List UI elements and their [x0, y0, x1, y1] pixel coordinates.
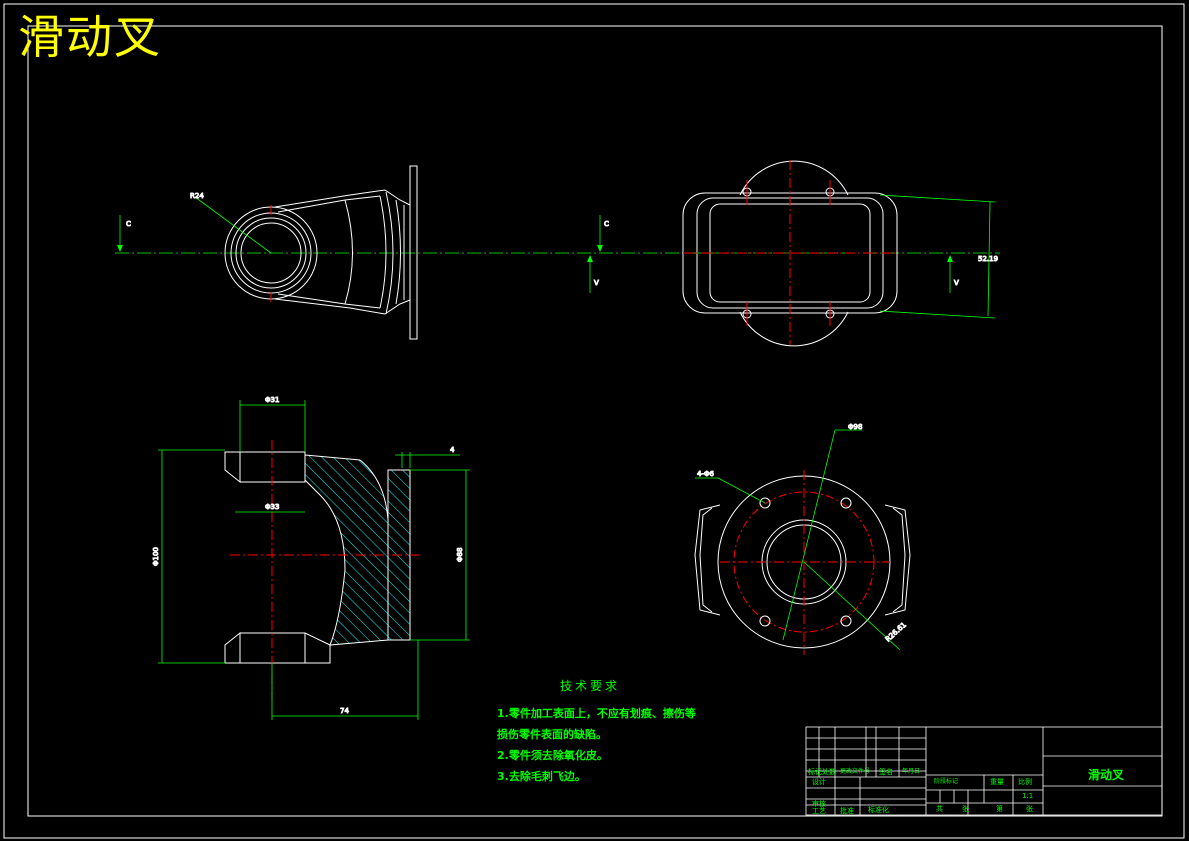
dim-74: 74	[340, 707, 349, 715]
tb-label-count: 处数	[822, 768, 836, 776]
section-mark-c1: C	[126, 220, 131, 228]
dim-phi31: Φ31	[265, 396, 279, 404]
tb-label-process: 工艺	[812, 807, 826, 815]
tb-label-stage: 阶段标记	[934, 778, 959, 785]
tb-label-ratio: 比例	[1018, 778, 1032, 786]
dim-phi88: Φ88	[456, 548, 464, 562]
tb-label-designer: 设计	[812, 778, 826, 786]
dim-phi100: Φ100	[152, 547, 160, 566]
tech-req-heading: 技术要求	[560, 679, 621, 693]
tb-label-no: 第	[996, 805, 1003, 813]
view-end: Φ98 4-Φ6 R26.61	[694, 423, 911, 655]
tb-label-audit: 审核	[812, 800, 826, 808]
inner-border	[27, 25, 1163, 817]
dim-52-19: 52.19	[978, 255, 998, 263]
view-top: 52.19 C V V	[587, 160, 999, 347]
tb-label-date: 年月日	[902, 768, 921, 775]
tech-req-line-2: 损伤零件表面的缺陷。	[497, 728, 607, 741]
section-mark-v1: V	[594, 279, 599, 287]
drawing-title: 滑动叉	[18, 10, 162, 64]
tb-label-sheet1: 张	[962, 805, 969, 813]
tb-label-mark: 标记	[808, 768, 822, 776]
title-block	[805, 726, 1163, 816]
section-mark-c2: C	[604, 220, 609, 228]
dim-phi98: Φ98	[848, 423, 862, 431]
tb-label-standard: 标准化	[868, 806, 889, 814]
tb-scale: 1:1	[1022, 792, 1034, 800]
view-section: Φ31 Φ33 Φ100 Φ88 4 74	[152, 396, 470, 720]
dim-r24: R24	[190, 192, 204, 200]
dim-phi33: Φ33	[265, 503, 279, 511]
tb-label-sign: 签名	[879, 768, 893, 776]
tb-part-name: 滑动叉	[1088, 768, 1125, 782]
tb-label-approve: 批准	[840, 807, 854, 815]
tech-req-line-3: 2.零件须去除氧化皮。	[497, 749, 608, 762]
tech-req-line-4: 3.去除毛刺飞边。	[497, 770, 586, 783]
outer-border	[3, 3, 1185, 839]
dim-holes: 4-Φ6	[697, 470, 714, 478]
tech-req-line-1: 1.零件加工表面上，不应有划痕、擦伤等	[497, 707, 696, 720]
tb-label-weight: 重量	[990, 778, 1004, 786]
tb-label-total: 共	[936, 805, 943, 813]
dim-4: 4	[450, 446, 455, 454]
tb-label-change: 更改文件号	[840, 768, 871, 775]
dim-r26-61: R26.61	[884, 621, 908, 644]
tb-label-sheet2: 张	[1026, 805, 1033, 813]
section-mark-v2: V	[954, 279, 959, 287]
